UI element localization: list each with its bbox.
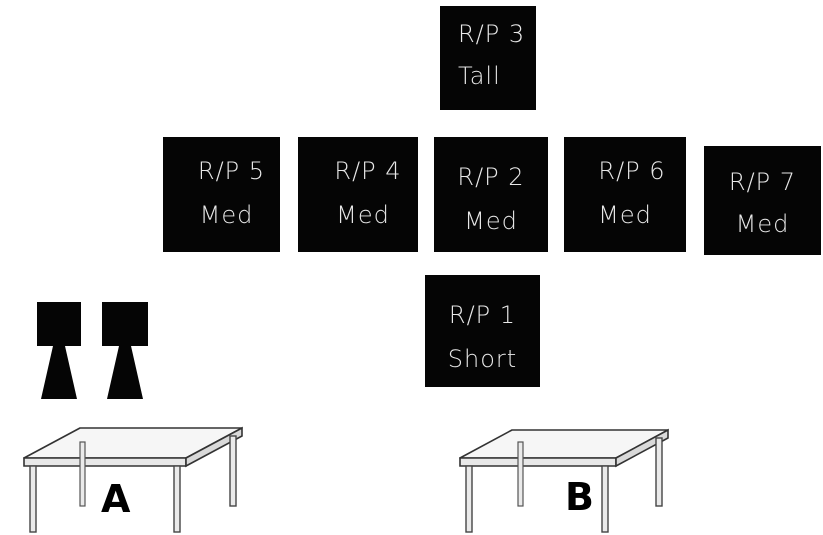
rp1-height-label: Short xyxy=(447,345,518,373)
rp4-box: R/P 4 Med xyxy=(298,137,418,252)
rp2-height-label: Med xyxy=(464,207,518,235)
rp4-id-label: R/P 4 xyxy=(334,157,402,185)
rp5-id-label: R/P 5 xyxy=(197,157,266,185)
rp7-height-label: Med xyxy=(735,210,790,238)
speaker-right-icon xyxy=(102,302,148,399)
rp3-box: R/P 3 Tall xyxy=(440,6,536,110)
rp3-id-label: R/P 3 xyxy=(458,20,526,48)
table-b-icon xyxy=(459,428,669,533)
table-b-label: B xyxy=(565,475,594,519)
table-a-icon xyxy=(23,426,243,533)
table-a-label: A xyxy=(101,477,131,521)
rp7-id-label: R/P 7 xyxy=(728,168,797,196)
rp5-height-label: Med xyxy=(199,201,254,229)
rp2-box: R/P 2 Med xyxy=(434,137,548,252)
rp6-height-label: Med xyxy=(598,201,652,229)
rp2-id-label: R/P 2 xyxy=(457,163,525,191)
rp6-box: R/P 6 Med xyxy=(564,137,686,252)
rp1-id-label: R/P 1 xyxy=(448,301,517,329)
rp4-height-label: Med xyxy=(336,201,390,229)
rp6-id-label: R/P 6 xyxy=(598,157,666,185)
rp3-height-label: Tall xyxy=(458,62,501,90)
rp5-box: R/P 5 Med xyxy=(163,137,280,252)
rp7-box: R/P 7 Med xyxy=(704,146,821,255)
rp1-box: R/P 1 Short xyxy=(425,275,540,387)
speaker-left-icon xyxy=(37,302,81,399)
